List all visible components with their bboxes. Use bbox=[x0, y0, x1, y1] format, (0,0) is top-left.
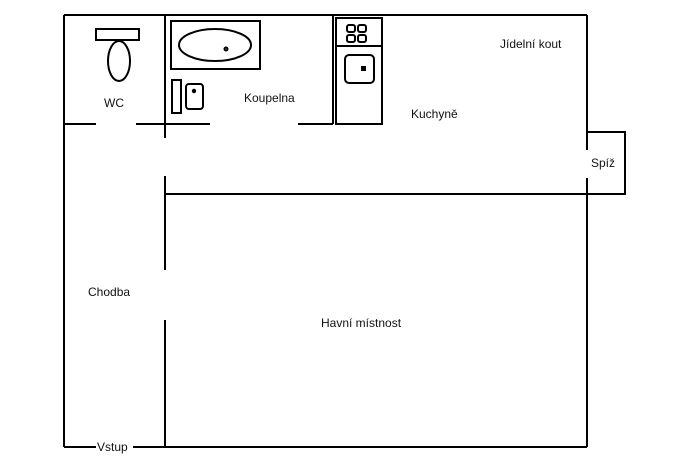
room-label-wc: WC bbox=[104, 96, 124, 110]
stove-icon bbox=[346, 24, 367, 43]
toilet-icon bbox=[95, 28, 140, 82]
kitchen-counter bbox=[335, 17, 383, 125]
room-label-pantry: Spíž bbox=[591, 156, 616, 170]
kitchen-sink-icon bbox=[344, 54, 375, 84]
entrance-label: Vstup bbox=[97, 440, 128, 454]
bathtub-icon bbox=[170, 20, 261, 70]
room-label-dining: Jídelní kout bbox=[500, 37, 562, 51]
washbasin-icon bbox=[171, 79, 204, 114]
room-label-bathroom: Koupelna bbox=[244, 91, 295, 105]
room-label-main-room: Havní místnost bbox=[321, 316, 402, 330]
room-label-hallway: Chodba bbox=[88, 285, 131, 299]
pantry-walls bbox=[587, 131, 626, 195]
room-label-kitchen: Kuchyně bbox=[411, 107, 458, 121]
walls bbox=[63, 14, 626, 448]
